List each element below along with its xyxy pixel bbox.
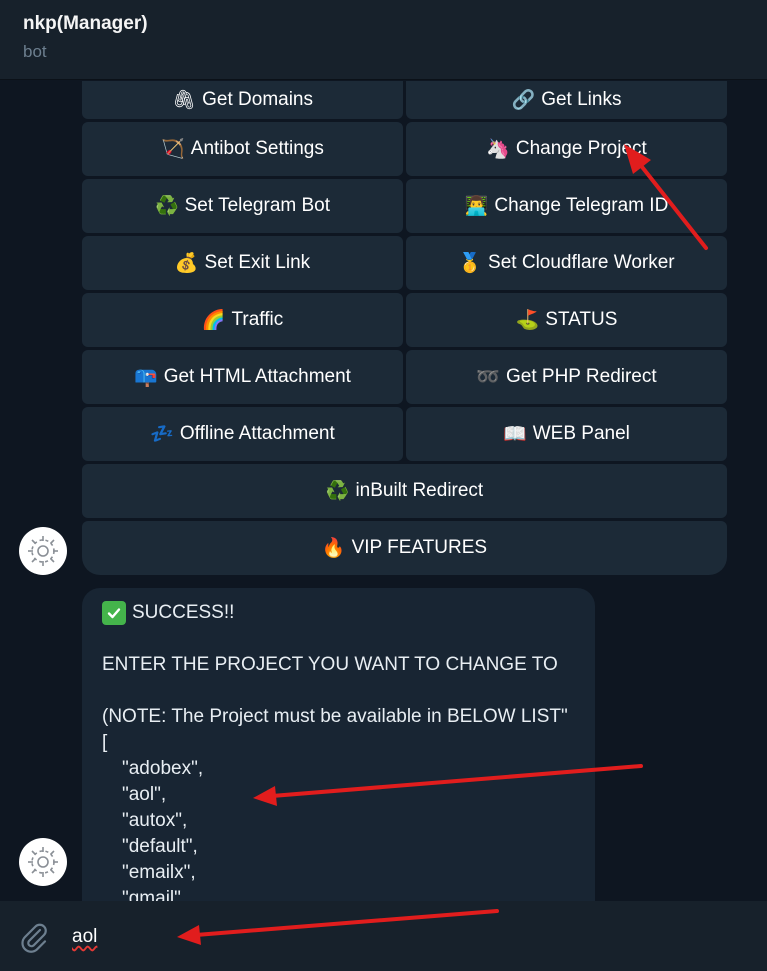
message-input[interactable]: aol — [72, 923, 712, 951]
button-label: Set Telegram Bot — [184, 195, 331, 216]
check-mark-icon — [102, 601, 126, 625]
chat-subtitle: bot — [23, 42, 47, 61]
blank-line — [102, 626, 595, 652]
bot-logo-icon — [28, 847, 58, 877]
button-label: STATUS — [545, 309, 618, 330]
inline-keyboard: 🖇Get Domains 🔗Get Links 🏹Antibot Setting… — [82, 81, 727, 575]
change-telegram-id-button[interactable]: 👨‍💻Change Telegram ID — [406, 179, 727, 233]
project-list-item: "default", — [122, 836, 198, 857]
mailbox-icon: 📪 — [134, 367, 158, 388]
unicorn-icon: 🦄 — [486, 139, 510, 160]
button-label: Get Links — [541, 89, 622, 110]
fire-icon: 🔥 — [321, 538, 346, 559]
button-label: Change Project — [515, 138, 647, 159]
bow-arrow-icon: 🏹 — [161, 139, 185, 160]
blank-line — [102, 678, 595, 704]
flag-icon: ⛳ — [515, 310, 540, 331]
project-list-item: "emailx", — [122, 862, 196, 883]
link-icon: 🔗 — [511, 90, 536, 111]
medal-icon: 🥇 — [458, 253, 483, 274]
success-text: SUCCESS!! — [132, 602, 235, 623]
loop-icon: ➿ — [476, 367, 500, 388]
project-list-item: "gmail" — [122, 888, 181, 901]
button-label: Offline Attachment — [179, 423, 335, 444]
antibot-settings-button[interactable]: 🏹Antibot Settings — [82, 122, 403, 176]
button-label: Get HTML Attachment — [163, 366, 351, 387]
success-line: SUCCESS!! — [102, 600, 595, 626]
button-label: Antibot Settings — [190, 138, 324, 159]
get-domains-button[interactable]: 🖇Get Domains — [82, 81, 403, 119]
paperclips-icon: 🖇 — [172, 90, 197, 111]
project-list-item: "autox", — [122, 810, 188, 831]
prompt-text: ENTER THE PROJECT YOU WANT TO CHANGE TO — [102, 654, 558, 675]
set-telegram-bot-button[interactable]: ♻️Set Telegram Bot — [82, 179, 403, 233]
chat-title: nkp(Manager) — [23, 13, 148, 34]
change-project-button[interactable]: 🦄Change Project — [406, 122, 727, 176]
note-text: (NOTE: The Project must be available in … — [102, 706, 568, 727]
get-php-redirect-button[interactable]: ➿ Get PHP Redirect — [406, 350, 727, 404]
button-label: Traffic — [231, 309, 284, 330]
bot-message: SUCCESS!! ENTER THE PROJECT YOU WANT TO … — [82, 588, 595, 901]
bot-avatar[interactable] — [19, 527, 67, 575]
rainbow-icon: 🌈 — [201, 310, 226, 331]
inbuilt-redirect-button[interactable]: ♻️inBuilt Redirect — [82, 464, 727, 518]
button-label: Get PHP Redirect — [506, 366, 657, 387]
button-label: inBuilt Redirect — [355, 480, 484, 501]
vip-features-button[interactable]: 🔥VIP FEATURES — [82, 521, 727, 575]
offline-attachment-button[interactable]: 💤Offline Attachment — [82, 407, 403, 461]
message-input-text: aol — [72, 926, 98, 947]
recycle-icon: ♻️ — [154, 196, 179, 217]
list-open: [ — [102, 732, 108, 753]
zzz-icon: 💤 — [150, 424, 174, 445]
traffic-button[interactable]: 🌈Traffic — [82, 293, 403, 347]
status-button[interactable]: ⛳STATUS — [406, 293, 727, 347]
technologist-icon: 👨‍💻 — [464, 196, 489, 217]
recycle-icon: ♻️ — [325, 481, 350, 502]
button-label: Set Exit Link — [204, 252, 311, 273]
web-panel-button[interactable]: 📖WEB Panel — [406, 407, 727, 461]
button-label: Change Telegram ID — [494, 195, 669, 216]
project-list-item: "aol", — [122, 784, 167, 805]
get-links-button[interactable]: 🔗Get Links — [406, 81, 727, 119]
get-html-attachment-button[interactable]: 📪Get HTML Attachment — [82, 350, 403, 404]
bot-logo-icon — [28, 536, 58, 566]
button-label: Set Cloudflare Worker — [488, 252, 675, 273]
bot-avatar[interactable] — [19, 838, 67, 886]
project-list-item: "adobex", — [122, 758, 204, 779]
money-bag-icon: 💰 — [174, 253, 199, 274]
message-composer: aol — [0, 901, 767, 971]
button-label: WEB Panel — [532, 423, 630, 444]
chat-header[interactable]: nkp(Manager) bot — [0, 0, 767, 80]
button-label: VIP FEATURES — [351, 537, 488, 558]
set-exit-link-button[interactable]: 💰Set Exit Link — [82, 236, 403, 290]
set-cloudflare-worker-button[interactable]: 🥇Set Cloudflare Worker — [406, 236, 727, 290]
open-book-icon: 📖 — [503, 424, 527, 445]
button-label: Get Domains — [202, 89, 313, 110]
attach-paperclip-icon[interactable] — [18, 921, 50, 953]
